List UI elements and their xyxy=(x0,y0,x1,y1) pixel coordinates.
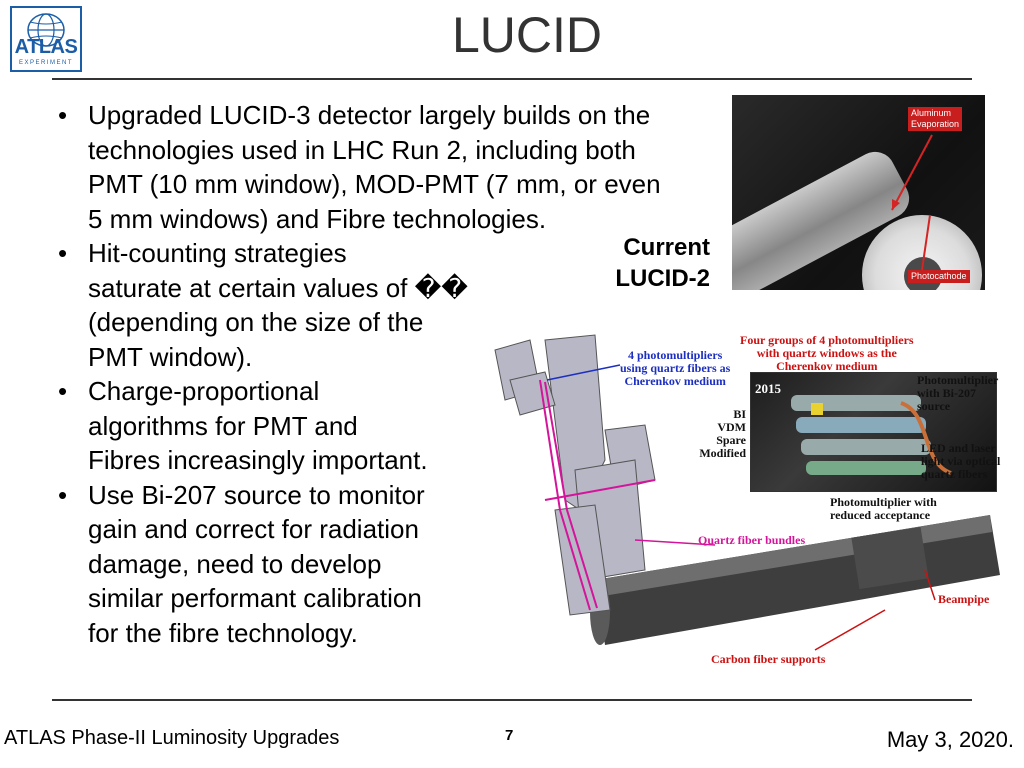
page-number: 7 xyxy=(505,727,514,744)
annotation-four-groups: Four groups of 4 photomultipliers with q… xyxy=(740,334,914,373)
tag-line: Evaporation xyxy=(911,119,960,129)
annotation-line: with Bi-207 xyxy=(917,386,977,400)
annotation-line: Photomultiplier with xyxy=(830,495,937,509)
pmt-bundle-drawing xyxy=(791,395,952,475)
annotation-line: Cherenkov medium xyxy=(624,374,726,388)
bullet-list: Upgraded LUCID-3 detector largely builds… xyxy=(52,98,661,650)
annotation-line: Four groups of 4 photomultipliers xyxy=(740,333,914,347)
bullet-line: Fibres increasingly important. xyxy=(88,445,428,475)
annotation-line: reduced acceptance xyxy=(830,508,931,522)
bullet-line: for the fibre technology. xyxy=(88,617,358,648)
lucid-detector-drawing xyxy=(494,334,1000,651)
annotation-arrows xyxy=(546,364,936,651)
annotation-pmt-quartz: 4 photomultipliers using quartz fibers a… xyxy=(620,349,730,388)
current-label-line: Current xyxy=(623,234,710,261)
bullet-item: Charge-proportional algorithms for PMT a… xyxy=(52,374,661,478)
annotation-line: Modified xyxy=(699,446,746,460)
annotation-pm-bi207: Photomultiplier with Bi-207 source xyxy=(917,374,998,413)
atlas-logo: ATLAS EXPERIMENT xyxy=(10,6,82,72)
tag-line: Aluminum xyxy=(911,108,952,118)
bullet-line: 5 mm windows) and Fibre technologies. xyxy=(88,203,547,234)
current-lucid-label: Current LUCID-2 xyxy=(600,232,710,294)
annotation-bi-list: BI VDM Spare Modified xyxy=(690,408,746,460)
bullet-line: PMT (10 mm window), MOD-PMT (7 mm, or ev… xyxy=(88,169,661,199)
bullet-line: gain and correct for radiation xyxy=(88,514,419,544)
bullet-line: Upgraded LUCID-3 detector largely builds… xyxy=(88,100,651,130)
annotation-led-laser: LED and laser light via optical quartz f… xyxy=(921,442,1000,481)
annotation-line: 4 photomultipliers xyxy=(628,348,723,362)
bullet-line: algorithms for PMT and xyxy=(88,410,358,441)
annotation-beampipe: Beampipe xyxy=(938,592,990,606)
bullet-item: Upgraded LUCID-3 detector largely builds… xyxy=(52,98,661,236)
slide-title: LUCID xyxy=(451,7,603,63)
bullet-line: Hit-counting strategies xyxy=(88,238,347,268)
bullet-line: Use Bi-207 source to monitor xyxy=(88,479,425,510)
annotation-line: Spare xyxy=(716,433,746,447)
annotation-quartz-bundles: Quartz fiber bundles xyxy=(698,533,806,547)
pointer-arrows xyxy=(891,134,933,271)
footer-title: ATLAS Phase-II Luminosity Upgrades xyxy=(4,727,340,749)
annotation-line: VDM xyxy=(717,420,746,434)
annotation-carbon-supports: Carbon fiber supports xyxy=(711,652,826,666)
current-label-line: LUCID-2 xyxy=(615,265,710,292)
bullet-line: similar performant calibration xyxy=(88,583,422,613)
annotation-line: BI xyxy=(733,407,746,421)
photo-year: 2015 xyxy=(755,381,781,396)
logo-subtext: EXPERIMENT xyxy=(18,60,73,66)
annotation-line: Photomultiplier xyxy=(917,373,999,387)
annotation-line: quartz fibers xyxy=(921,467,988,481)
annotation-line: LED and laser xyxy=(921,441,996,455)
annotation-line: light via optical xyxy=(921,454,1001,468)
photocathode-tag: Photocathode xyxy=(908,270,970,283)
bullet-line: (depending on the size of the xyxy=(88,307,424,337)
footer-divider xyxy=(52,699,972,701)
annotation-line: with quartz windows as the xyxy=(756,346,897,360)
logo-text: ATLAS xyxy=(14,36,78,58)
bullet-line: Charge-proportional xyxy=(88,376,320,406)
title-divider xyxy=(52,78,972,80)
lucid-2015-photo: 2015 xyxy=(750,372,997,492)
bullet-item: Hit-counting strategies saturate at cert… xyxy=(52,236,661,374)
footer-date: May 3, 2020. xyxy=(886,727,1014,752)
pmt-photo: Aluminum Evaporation Photocathode xyxy=(732,95,985,290)
annotation-pm-reduced: Photomultiplier with reduced acceptance xyxy=(830,496,937,522)
annotation-line: source xyxy=(917,399,951,413)
magenta-fibers xyxy=(539,379,656,611)
globe-icon xyxy=(27,13,65,47)
aluminum-tag: Aluminum Evaporation xyxy=(908,107,963,131)
annotation-line: using quartz fibers as xyxy=(620,361,731,375)
annotation-line: Cherenkov medium xyxy=(776,359,878,373)
bullet-item: Use Bi-207 source to monitor gain and co… xyxy=(52,478,661,651)
support-structure xyxy=(494,334,656,616)
bullet-line: saturate at certain values of �� xyxy=(88,272,468,303)
bullet-line: damage, need to develop xyxy=(88,548,382,579)
bullet-line: PMT window). xyxy=(88,341,253,372)
bullet-line: technologies used in LHC Run 2, includin… xyxy=(88,134,636,165)
